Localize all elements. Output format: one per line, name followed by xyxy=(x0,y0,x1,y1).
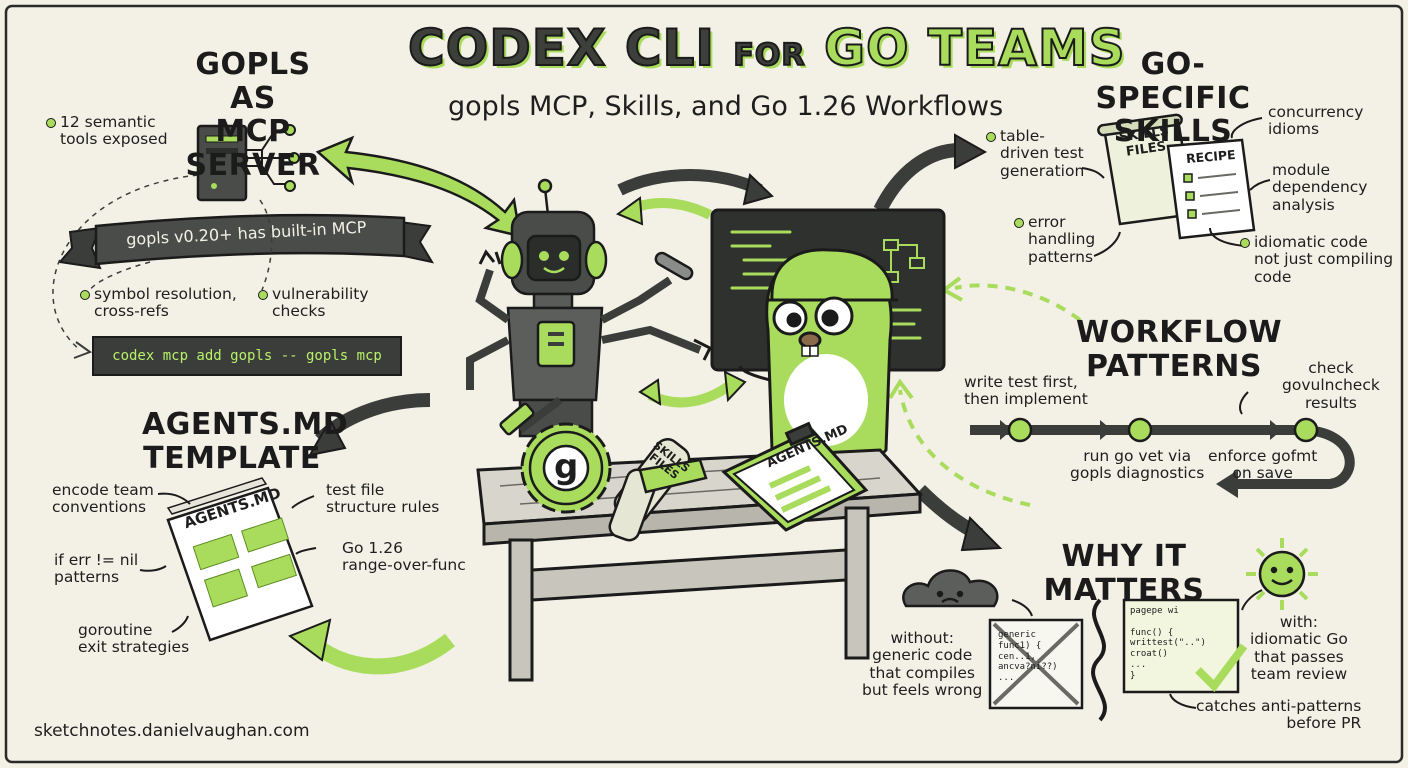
skills-heading: GO-SPECIFIC SKILLS xyxy=(1095,47,1251,150)
gopls-heading: GOPLS AS MCP SERVER xyxy=(185,47,321,183)
symbol-note: symbol resolution, cross-refs xyxy=(94,285,237,321)
arrow-table-why-icon xyxy=(915,485,1003,552)
page-border xyxy=(4,4,1404,764)
clipboard-icon xyxy=(721,421,869,532)
workflow-pipeline-icon xyxy=(970,417,1355,498)
skills-note: table- driven test generation xyxy=(1000,127,1085,180)
arrowhead-icon xyxy=(1239,391,1249,415)
title-part1: CODEX CLI xyxy=(407,19,715,77)
command-snippet: codex mcp add gopls -- gopls mcp xyxy=(92,336,402,376)
arrowhead-icon xyxy=(1241,589,1263,611)
arrow-robot-agents-icon xyxy=(308,393,431,457)
title-for: FOR xyxy=(732,38,806,74)
arrowhead-icon xyxy=(1169,693,1197,709)
footer-credit: sketchnotes.danielvaughan.com xyxy=(34,721,310,741)
skills-note: idiomatic code not just compiling code xyxy=(1254,233,1394,286)
agents-document-icon xyxy=(166,477,314,642)
skills-note: concurrency idioms xyxy=(1268,103,1364,139)
without-note: without: generic code that compiles but … xyxy=(862,629,983,700)
arrow-monitor-skills-icon xyxy=(873,133,988,214)
bullet-dot xyxy=(80,290,90,300)
main-title: CODEX CLI FOR GO TEAMS xyxy=(407,19,1126,77)
good-code-card-icon xyxy=(1122,598,1248,694)
workflow-step: write test first, then implement xyxy=(964,373,1088,409)
bullet-dot xyxy=(1240,238,1250,248)
agents-pointer-arrows xyxy=(139,492,317,633)
bullet-dot xyxy=(1014,218,1024,228)
agents-note: encode team conventions xyxy=(52,481,154,517)
workflow-step: run go vet via gopls diagnostics xyxy=(1070,447,1205,483)
workflow-heading: WORKFLOW PATTERNS xyxy=(1076,315,1283,384)
skills-note: module dependency analysis xyxy=(1272,161,1368,214)
arrow-monitor-robot-icon xyxy=(615,196,713,226)
subtitle: gopls MCP, Skills, and Go 1.26 Workflows xyxy=(448,91,1004,122)
recipe-card-icon xyxy=(1166,138,1256,240)
agents-heading: AGENTS.MD TEMPLATE xyxy=(142,407,349,476)
server-icon xyxy=(196,124,300,202)
gear-letter: g xyxy=(554,447,579,487)
dashed-arrow-workflow-monitor-icon xyxy=(898,283,1082,507)
catches-note: catches anti-patterns before PR xyxy=(1196,697,1362,733)
arrow-gopher-robot-icon xyxy=(638,370,747,408)
sun-icon xyxy=(1246,538,1318,610)
gear-icon xyxy=(520,422,612,514)
vuln-note: vulnerability checks xyxy=(272,285,369,321)
title-part2: GO TEAMS xyxy=(823,19,1126,77)
workflow-step: check govulncheck results xyxy=(1282,359,1380,412)
dashed-arrowhead-icon xyxy=(888,378,914,400)
skills-scrolls-icon xyxy=(608,438,708,542)
good-code-sample: pagepe wi func() { writtest("..") croat(… xyxy=(1130,606,1206,681)
why-heading: WHY IT MATTERS xyxy=(1043,539,1205,608)
bullet-dot xyxy=(986,132,996,142)
squiggle-divider xyxy=(1091,598,1107,722)
skills-note: error handling patterns xyxy=(1028,213,1096,266)
tools-note: 12 semantic tools exposed xyxy=(60,113,168,149)
arrowhead-icon xyxy=(1011,599,1033,617)
crossed-code-card-icon xyxy=(988,618,1084,710)
gopher-mascot-icon xyxy=(738,248,898,467)
arrow-agents-table-icon xyxy=(287,618,455,675)
sad-cloud-icon xyxy=(902,569,999,608)
agents-note: Go 1.26 range-over-func xyxy=(342,539,466,575)
bullet-dot xyxy=(46,118,56,128)
workflow-step: enforce gofmt on save xyxy=(1208,447,1318,483)
arrowhead-icon xyxy=(73,341,93,359)
robot-mascot-icon xyxy=(466,178,713,438)
arrow-robot-monitor-top-icon xyxy=(617,169,774,206)
agents-note: if err != nil patterns xyxy=(54,551,139,587)
with-note: with: idiomatic Go that passes team revi… xyxy=(1250,613,1348,684)
bad-code-sample: generic func1) { cen..1, ancva?ni??) ... xyxy=(998,630,1058,684)
agents-note: goroutine exit strategies xyxy=(78,621,190,657)
ribbon-banner xyxy=(58,213,435,270)
agents-note: test file structure rules xyxy=(326,481,440,517)
bullet-dot xyxy=(258,290,268,300)
skills-pointer-arrows xyxy=(1081,117,1271,257)
